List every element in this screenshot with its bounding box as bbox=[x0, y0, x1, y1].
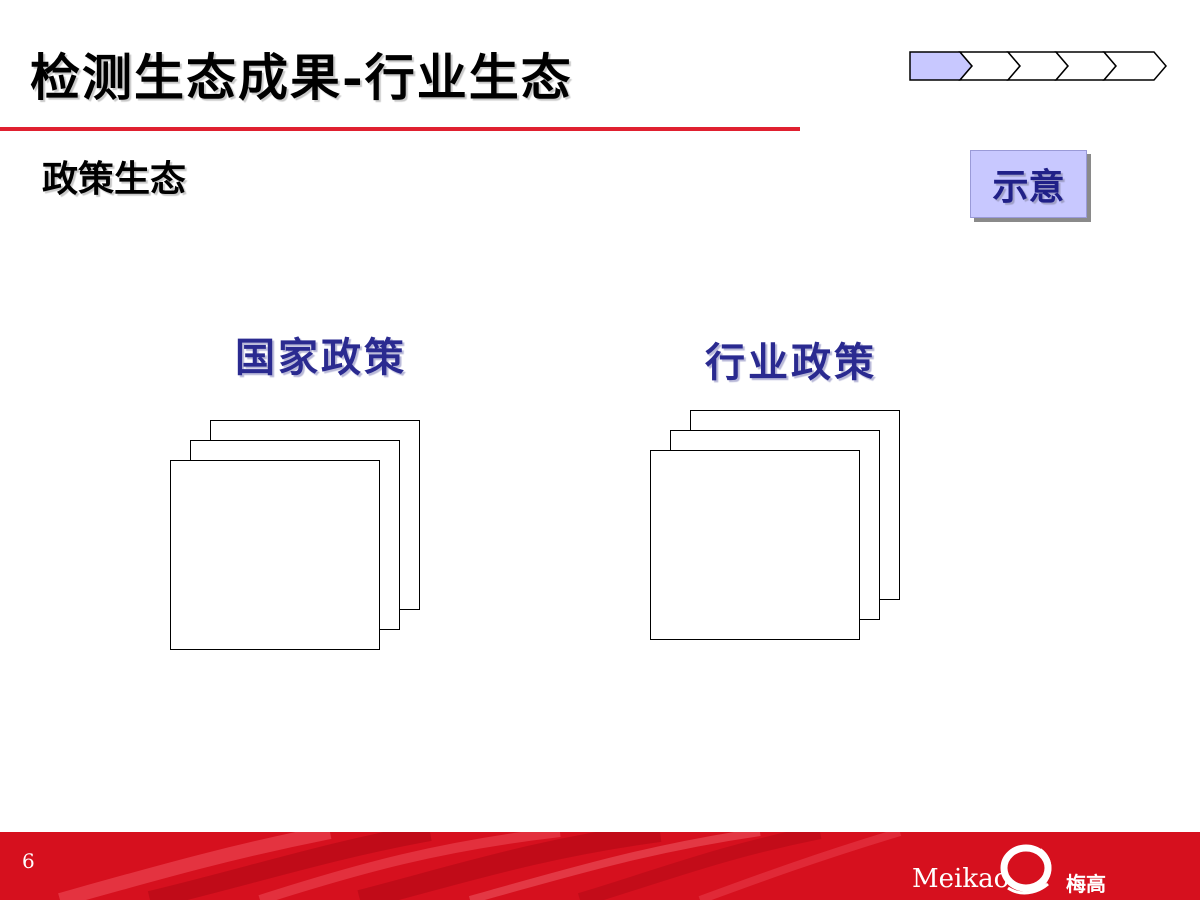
progress-step-5 bbox=[1102, 51, 1167, 81]
brand-name-english: Meikao bbox=[912, 864, 1010, 894]
industry-policy-heading: 行业政策 bbox=[705, 339, 877, 386]
illustration-badge: 示意 bbox=[970, 150, 1087, 218]
national-policy-doc-stack bbox=[170, 420, 422, 652]
industry-policy-doc-stack bbox=[650, 410, 902, 642]
section-subtitle: 政策生态 bbox=[42, 158, 187, 200]
brand-name-chinese: 梅高 bbox=[1066, 872, 1106, 896]
document-sheet bbox=[650, 450, 860, 640]
brand-logo-icon bbox=[1000, 844, 1052, 895]
slide-title: 检测生态成果-行业生态 bbox=[30, 48, 573, 107]
progress-chevrons bbox=[909, 51, 1167, 81]
title-rule bbox=[0, 127, 800, 131]
footer-bar: 6 Meikao 梅高 bbox=[0, 832, 1200, 900]
document-sheet bbox=[170, 460, 380, 650]
footer-swoosh-pattern bbox=[58, 832, 902, 900]
page-number: 6 bbox=[22, 849, 35, 873]
national-policy-heading: 国家政策 bbox=[235, 334, 407, 381]
